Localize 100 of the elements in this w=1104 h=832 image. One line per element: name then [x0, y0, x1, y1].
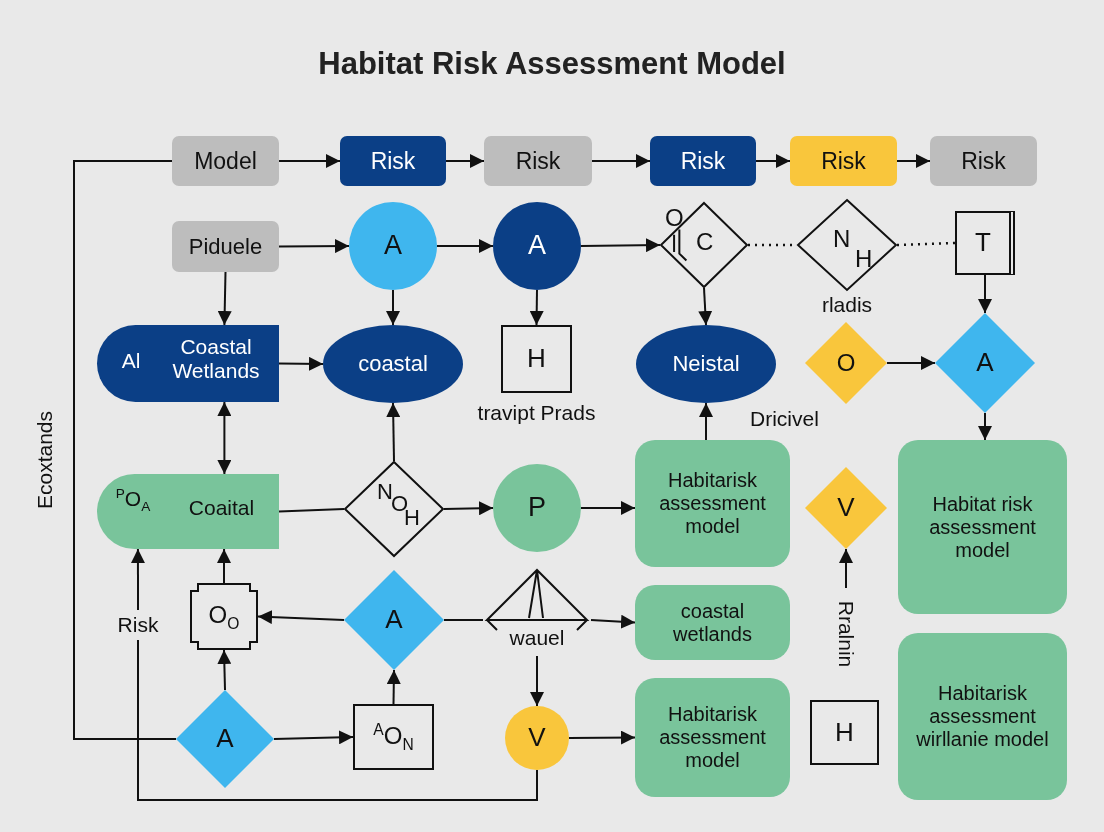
side-label: Ecoxtands [33, 410, 57, 510]
diamond-label: C [696, 228, 714, 256]
process-box [190, 583, 258, 650]
box-label: Al [120, 349, 142, 374]
arrow [529, 289, 544, 326]
box-label: Risk [680, 147, 726, 175]
diamond-label: N [833, 225, 851, 253]
arrow [978, 274, 992, 314]
box-label: Model [194, 147, 257, 175]
process-box [172, 221, 279, 272]
diamond-label: H [855, 245, 873, 273]
box-label: $^{P}$O$_{A}$ [114, 486, 152, 515]
process-box [635, 440, 790, 567]
arrow [591, 154, 651, 168]
diamond-label: O [665, 204, 684, 232]
arrow [436, 239, 494, 253]
process-box [810, 700, 879, 765]
decision-diamond [935, 313, 1035, 413]
box-label: T [975, 228, 991, 258]
node-label: coastal [358, 351, 428, 377]
arrow [217, 401, 232, 475]
diamond-label: A [976, 348, 994, 378]
arrow [386, 289, 400, 326]
arrow [580, 500, 636, 515]
arrow [698, 287, 713, 326]
node-label: V [528, 723, 546, 753]
box-label: Risk [515, 147, 561, 175]
arrow [580, 238, 661, 253]
node-label: P [528, 492, 546, 524]
box-label: Habitarisk assessment model [658, 469, 767, 538]
process-box [172, 136, 279, 186]
node-label: A [384, 230, 402, 262]
terminal-shape [97, 325, 279, 402]
decision-diamond [344, 461, 444, 557]
arrow [278, 239, 350, 254]
node-label: Risk [117, 612, 159, 638]
process-box [898, 633, 1067, 800]
decision-diamond [805, 467, 887, 549]
diamond-label: A [216, 724, 234, 754]
node-label: A [528, 230, 546, 262]
arrow [755, 154, 791, 168]
arrow [257, 610, 345, 625]
box-label: Coaital [187, 496, 256, 521]
process-box [635, 678, 790, 797]
arrow [699, 402, 713, 441]
arrow [568, 730, 636, 745]
arrow [978, 412, 992, 441]
box-label: coastal wetlands [672, 599, 753, 646]
decision-diamond [805, 322, 887, 404]
box-label: Habitat risk assessment model [928, 492, 1037, 562]
arrow [530, 655, 544, 707]
arrow [273, 730, 354, 745]
arrow [445, 154, 485, 168]
process-box [484, 136, 592, 186]
node-caption: travipt Prads [476, 401, 597, 425]
arrow [278, 356, 324, 371]
box-label: H [527, 344, 546, 374]
node-label: wauel [508, 626, 566, 651]
decision-diamond [176, 690, 274, 788]
diamond-label: V [837, 493, 855, 523]
box-label: H [835, 717, 854, 748]
arrow [590, 614, 636, 629]
terminal-shape [97, 474, 279, 549]
process-box [790, 136, 897, 186]
process-box [955, 211, 1015, 275]
process-box [635, 585, 790, 660]
arrow [217, 649, 232, 691]
box-label: $^{A}$O$_{N}$ [373, 720, 414, 754]
decision-diamond [344, 570, 444, 670]
diamond-label: N [377, 479, 393, 504]
box-label: Risk [821, 147, 866, 175]
box-label: Piduele [188, 233, 263, 260]
process-box [353, 704, 434, 770]
process-box [930, 136, 1037, 186]
box-label: Habitarisk assessment model [658, 703, 767, 772]
box-label: Coastal Wetlands [171, 335, 261, 384]
arrow [217, 271, 232, 326]
diamond-label: A [385, 605, 403, 635]
box-label: Risk [370, 147, 416, 175]
process-box [898, 440, 1067, 614]
arrow [386, 402, 401, 462]
arrow [886, 356, 936, 370]
arrow [130, 548, 145, 611]
dotted-connector [896, 241, 956, 247]
box-label: Risk [961, 147, 1006, 175]
arrow [278, 154, 341, 168]
diamond-label: O [836, 349, 856, 377]
box-label: O$_{O}$ [208, 600, 240, 633]
process-box [650, 136, 756, 186]
process-box [340, 136, 446, 186]
decision-diamond [660, 202, 748, 288]
diagram-title: Habitat Risk Assessment Model [317, 46, 787, 82]
arrow [896, 154, 931, 168]
box-label: Habitarisk assessment wirllanie model [915, 682, 1050, 751]
node-caption: rladis [820, 293, 874, 317]
arrow [217, 548, 231, 584]
node-label: Neistal [672, 351, 740, 377]
arrow [386, 669, 401, 705]
arrow [443, 501, 494, 516]
arrow [839, 548, 853, 589]
